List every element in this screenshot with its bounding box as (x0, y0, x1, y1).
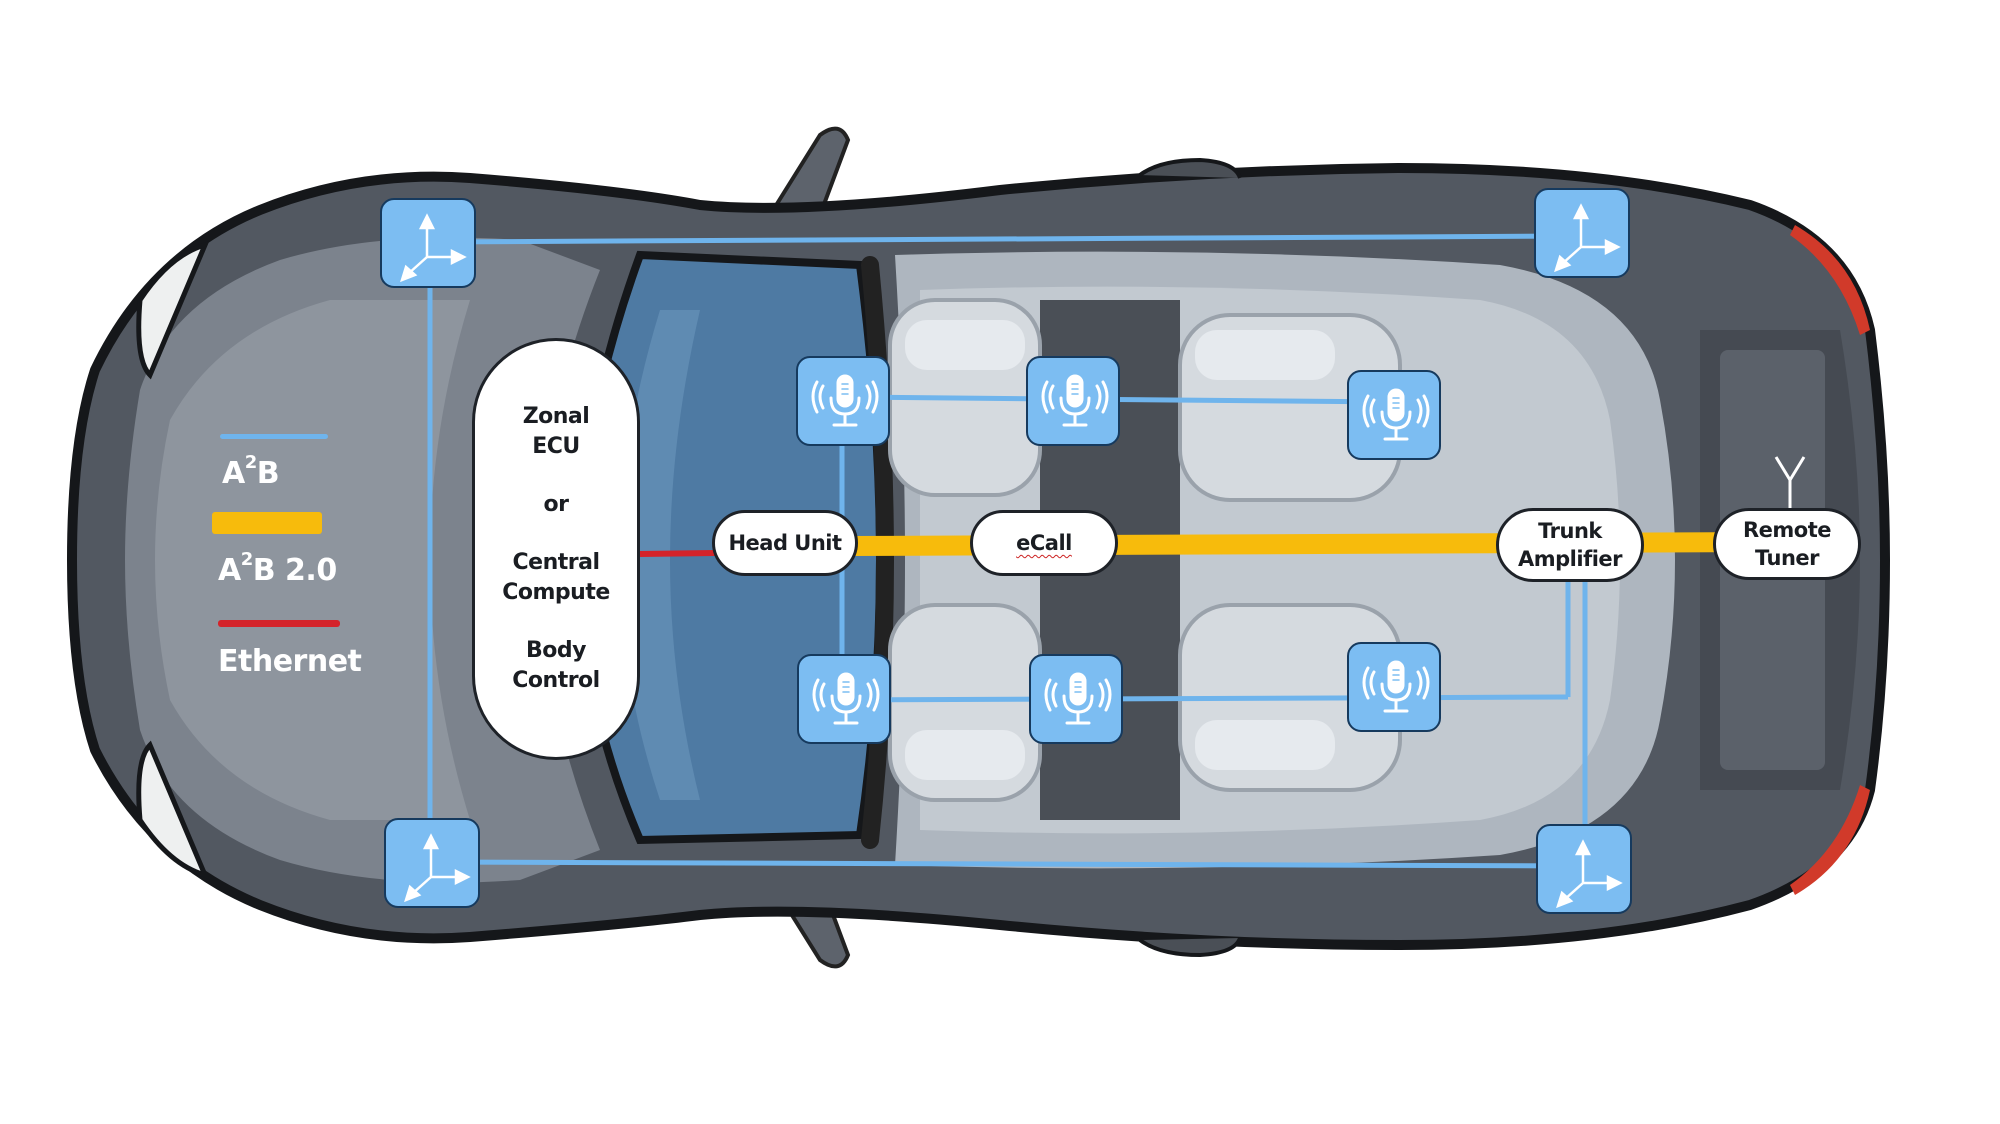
microphone-icon (812, 672, 880, 725)
accelerometer-node-rear-left[interactable] (1534, 188, 1630, 278)
remote-tuner-label-line2: Tuner (1754, 546, 1820, 570)
accelerometer-axes-icon (404, 833, 471, 903)
hood-highlight (155, 300, 470, 820)
antenna-icon (1774, 456, 1806, 510)
accelerometer-axes-icon (1554, 203, 1621, 273)
ecall-node[interactable]: eCall (970, 510, 1118, 576)
legend-swatch-a2b-2 (212, 512, 322, 534)
microphone-node-mid-right[interactable] (1029, 654, 1123, 744)
accelerometer-node-front-left[interactable] (380, 198, 476, 288)
a2b-line-bottom (429, 859, 1581, 869)
microphone-node-front-left[interactable] (796, 356, 890, 446)
microphone-node-rear-left[interactable] (1347, 370, 1441, 460)
ecu-label-line: Compute (502, 580, 610, 605)
ecu-label-or: or (543, 492, 569, 517)
accelerometer-node-rear-right[interactable] (1536, 824, 1632, 914)
legend-swatch-ethernet (218, 620, 340, 627)
trunk-amplifier-label-line2: Amplifier (1518, 547, 1623, 571)
microphone-icon (1044, 672, 1112, 725)
ecu-label-line: Zonal (522, 404, 590, 429)
seat-cushions (905, 320, 1335, 780)
a2b-line-top (429, 233, 1581, 245)
ecu-label-line: Body (526, 638, 586, 663)
microphone-node-front-right[interactable] (797, 654, 891, 744)
left-mirror (766, 126, 851, 217)
right-taillight (1790, 785, 1870, 895)
a2b-line-right-mics (841, 694, 1569, 703)
ecu-label-line: ECU (532, 434, 580, 459)
ecu-label-line: Central (512, 550, 600, 575)
microphone-icon (1362, 388, 1430, 441)
remote-tuner-node[interactable]: Remote Tuner (1713, 508, 1861, 580)
head-unit-node[interactable]: Head Unit (712, 510, 858, 576)
trunk-amplifier-label-line1: Trunk (1538, 519, 1602, 543)
microphone-node-mid-left[interactable] (1026, 356, 1120, 446)
microphone-icon (1362, 660, 1430, 713)
right-headlight (136, 740, 210, 879)
ecu-label-line: Control (512, 668, 600, 693)
legend-label-a2b-2: A2B 2.0 (218, 549, 337, 588)
microphone-icon (1041, 374, 1109, 427)
head-unit-label: Head Unit (728, 531, 842, 555)
microphone-icon (811, 374, 879, 427)
legend-label-ethernet: Ethernet (218, 644, 362, 679)
trunk-amplifier-node[interactable]: Trunk Amplifier (1496, 508, 1644, 582)
zonal-ecu-node[interactable]: Zonal ECU or Central Compute Body Contro… (472, 338, 640, 760)
left-taillight (1790, 225, 1870, 335)
left-headlight (136, 241, 210, 380)
ecall-label: eCall (1016, 531, 1072, 555)
accelerometer-axes-icon (1556, 839, 1623, 909)
ethernet-link (639, 550, 716, 557)
legend-swatch-a2b (220, 434, 328, 439)
accelerometer-node-front-right[interactable] (384, 818, 480, 908)
microphone-node-rear-right[interactable] (1347, 642, 1441, 732)
remote-tuner-label-line1: Remote (1742, 518, 1832, 542)
accelerometer-axes-icon (400, 213, 467, 283)
legend-label-a2b: A2B (222, 452, 280, 491)
